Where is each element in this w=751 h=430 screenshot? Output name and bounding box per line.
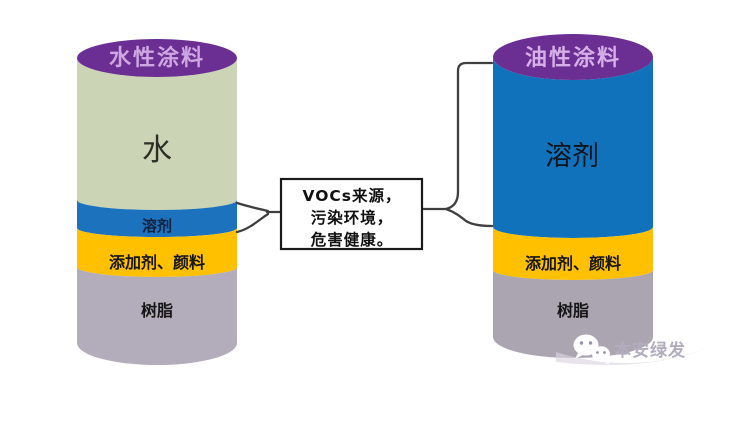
oil-based-cylinder: 油性涂料 溶剂 添加剂、颜料 树脂 <box>493 34 653 358</box>
additives-band-left <box>77 228 237 277</box>
water-section <box>77 58 237 210</box>
solvent-label-left: 溶剂 <box>142 217 172 235</box>
additives-label-right: 添加剂、颜料 <box>525 254 621 273</box>
water-label: 水 <box>142 133 172 168</box>
left-brace-upper-line <box>235 201 270 213</box>
right-brace-upper-line <box>444 61 494 211</box>
callout-line-3: 危害健康。 <box>311 230 394 249</box>
water-based-title: 水性涂料 <box>109 45 205 71</box>
watermark-swoosh <box>556 348 708 365</box>
connector-lines <box>235 61 494 234</box>
solvent-band-left <box>77 200 237 237</box>
cap-ellipse-right <box>493 34 653 80</box>
resin-band-left <box>77 267 237 365</box>
watermark: 本安绿发 <box>556 334 708 365</box>
resin-label-left: 树脂 <box>141 301 173 320</box>
resin-label-right: 树脂 <box>557 301 589 320</box>
cap-ellipse-left <box>77 39 237 77</box>
callout-box <box>279 177 424 251</box>
left-brace-lower-line <box>235 212 270 234</box>
callout-line-2: 污染环境， <box>311 208 394 227</box>
vocs-callout: VOCs来源， 污染环境， 危害健康。 <box>279 177 424 251</box>
resin-band-right <box>493 270 653 358</box>
solvent-label-right: 溶剂 <box>545 141 599 172</box>
additives-label-left: 添加剂、颜料 <box>109 253 205 272</box>
water-based-cylinder: 水性涂料 水 溶剂 添加剂、颜料 树脂 <box>77 39 237 365</box>
additives-band-right <box>493 227 653 280</box>
watermark-name: 本安绿发 <box>614 340 686 361</box>
callout-line-1: VOCs来源， <box>302 186 401 205</box>
wechat-icon <box>573 334 610 365</box>
oil-based-title: 油性涂料 <box>525 45 621 71</box>
solvent-section-right <box>493 57 653 238</box>
right-brace-lower-line <box>444 207 494 228</box>
